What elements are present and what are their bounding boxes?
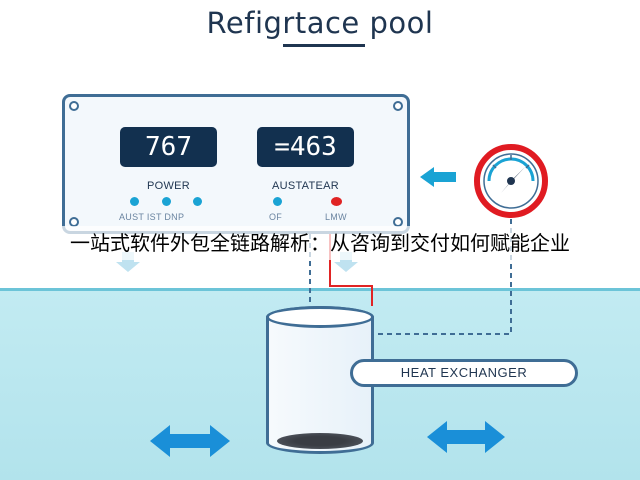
overlay-banner: 一站式软件外包全链路解析：从咨询到交付如何赋能企业 <box>0 226 640 260</box>
aust-button[interactable] <box>130 197 139 206</box>
lmw-label: LMW <box>325 212 347 222</box>
double-arrow-icon <box>427 421 505 453</box>
return-line <box>329 234 373 306</box>
pressure-gauge-icon <box>474 144 548 218</box>
heat-exchanger-label: HEAT EXCHANGER <box>350 359 578 387</box>
water-surface <box>0 288 640 291</box>
left-button-labels: AUST IST DNP <box>119 212 185 222</box>
of-label: OF <box>269 212 283 222</box>
of-button[interactable] <box>273 197 282 206</box>
tank-top <box>266 306 374 328</box>
left-arrow-icon <box>420 167 456 187</box>
power-label: POWER <box>146 180 191 192</box>
control-panel: 767 =463 POWER AUSTATEAR AUST IST DNP OF… <box>62 94 410 234</box>
ist-button[interactable] <box>162 197 171 206</box>
panel-screw <box>69 101 79 111</box>
panel-screw <box>393 101 403 111</box>
diagram-title: Refigrtace pool <box>206 6 434 40</box>
double-arrow-icon <box>150 425 230 457</box>
dnp-button[interactable] <box>193 197 202 206</box>
lmw-button[interactable] <box>331 197 342 206</box>
tank-bottom <box>277 433 363 449</box>
austatear-display: =463 <box>257 127 354 167</box>
heat-exchanger-tank <box>266 306 374 454</box>
title-underline <box>283 44 365 47</box>
power-display: 767 <box>120 127 217 167</box>
austatear-label: AUSTATEAR <box>271 180 340 192</box>
